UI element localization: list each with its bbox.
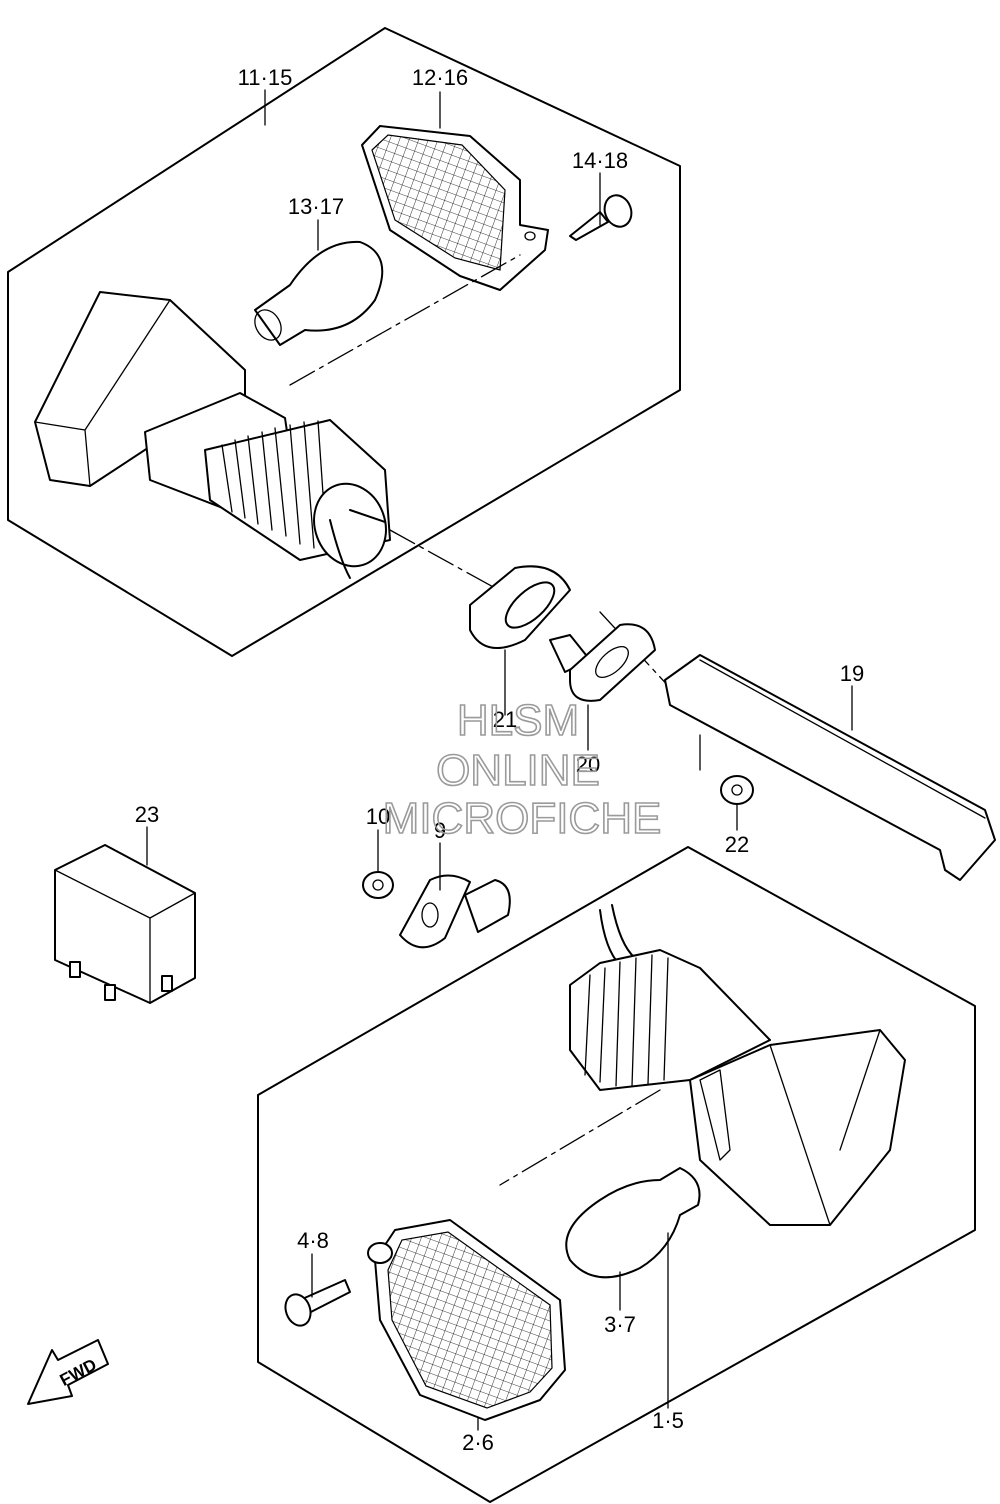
nut-part [720, 775, 754, 805]
label-4-8: 4·8 [297, 1228, 329, 1253]
label-11-15: 11·15 [238, 65, 293, 90]
label-3-7: 3·7 [604, 1312, 636, 1337]
upper-assembly-frame [7, 27, 681, 657]
small-nut-part [362, 871, 394, 899]
label-1-5: 1·5 [652, 1408, 684, 1433]
fwd-arrow-icon [27, 1339, 109, 1405]
part-labels: 11·15 12·16 14·18 13·17 19 21 20 22 23 1… [135, 65, 864, 1455]
lower-lens-part [367, 1219, 566, 1421]
upper-screw [569, 194, 633, 241]
label-9: 9 [434, 818, 446, 843]
leader-lines [146, 89, 853, 1431]
relay-part [54, 844, 196, 1004]
watermark: HLSM ONLINE MICROFICHE [382, 695, 662, 844]
upper-turn-signal-housing [34, 291, 391, 579]
watermark-line-1: HLSM [457, 696, 579, 745]
label-14-18: 14·18 [572, 148, 628, 173]
label-22: 22 [725, 832, 749, 857]
upper-bulb [254, 240, 384, 346]
lower-bulb [565, 1167, 701, 1279]
lower-turn-signal-housing [569, 904, 906, 1226]
label-12-16: 12·16 [412, 65, 468, 90]
lower-assembly-frame [257, 846, 976, 1503]
lower-screw [284, 1279, 351, 1327]
grommet-part [469, 565, 571, 649]
label-2-6: 2·6 [462, 1430, 494, 1455]
label-21: 21 [493, 707, 517, 732]
label-19: 19 [840, 661, 864, 686]
label-13-17: 13·17 [288, 194, 344, 219]
label-20: 20 [576, 752, 600, 777]
watermark-line-3: MICROFICHE [383, 794, 662, 843]
bracket-part [664, 654, 996, 881]
label-23: 23 [135, 802, 159, 827]
label-10: 10 [366, 804, 390, 829]
gasket-part [549, 623, 656, 702]
watermark-line-2: ONLINE [436, 746, 600, 795]
upper-lens-part [361, 125, 549, 291]
mount-plate-part [399, 874, 511, 949]
